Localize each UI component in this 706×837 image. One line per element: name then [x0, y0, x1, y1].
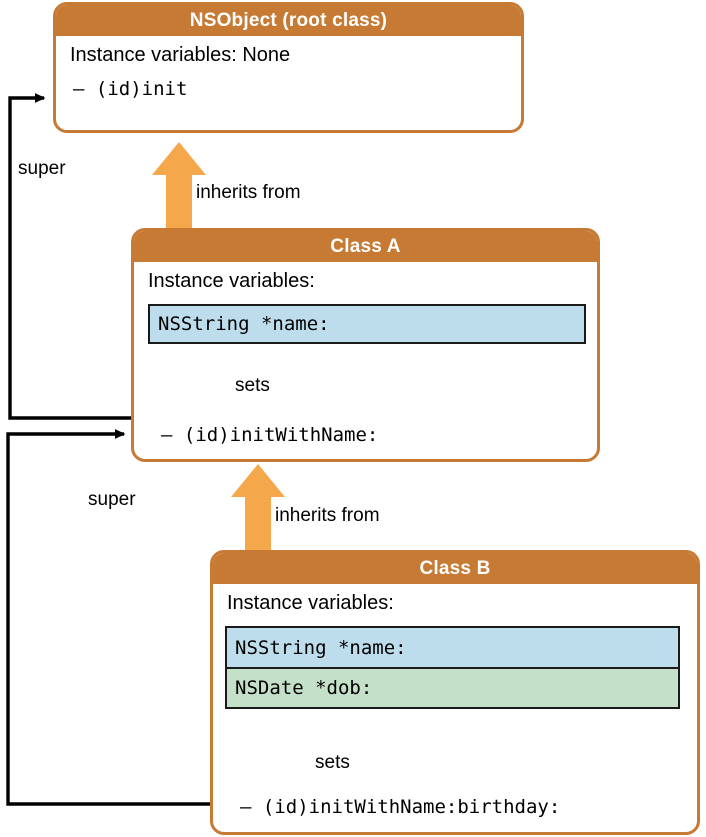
super-label-a: super [18, 158, 66, 179]
instance-variable-row: NSString *name: [227, 628, 678, 667]
instance-variable-group-class-a: NSString *name: [148, 304, 586, 344]
inherits-from-label-b: inherits from [275, 505, 380, 526]
class-body-class-b: Instance variables: NSString *name: NSDa… [213, 584, 697, 832]
method-init-with-name-birthday[interactable]: – (id)initWithName:birthday: [240, 796, 561, 818]
inherits-from-label-a: inherits from [196, 182, 301, 203]
class-header-class-a: Class A [134, 231, 597, 262]
class-box-nsobject[interactable]: NSObject (root class) Instance variables… [53, 2, 524, 133]
class-header-nsobject: NSObject (root class) [56, 5, 521, 36]
class-body-nsobject: Instance variables: None – (id)init [56, 36, 521, 130]
class-body-class-a: Instance variables: NSString *name: – (i… [134, 262, 597, 459]
super-label-b: super [88, 489, 136, 510]
method-init-with-name[interactable]: – (id)initWithName: [161, 424, 379, 446]
instance-variable-group-class-b: NSString *name: NSDate *dob: [225, 626, 680, 709]
instance-variables-label-class-b: Instance variables: [227, 592, 394, 614]
class-header-class-b: Class B [213, 553, 697, 584]
instance-variables-label-class-a: Instance variables: [148, 270, 315, 292]
instance-variable-row: NSString *name: [150, 306, 584, 342]
class-box-class-b[interactable]: Class B Instance variables: NSString *na… [210, 550, 700, 835]
method-init[interactable]: – (id)init [73, 78, 188, 100]
sets-label-a: sets [235, 375, 270, 396]
instance-variables-label-nsobject: Instance variables: None [70, 44, 291, 66]
sets-label-b: sets [315, 752, 350, 773]
class-box-class-a[interactable]: Class A Instance variables: NSString *na… [131, 228, 600, 462]
instance-variable-row: NSDate *dob: [227, 667, 678, 707]
